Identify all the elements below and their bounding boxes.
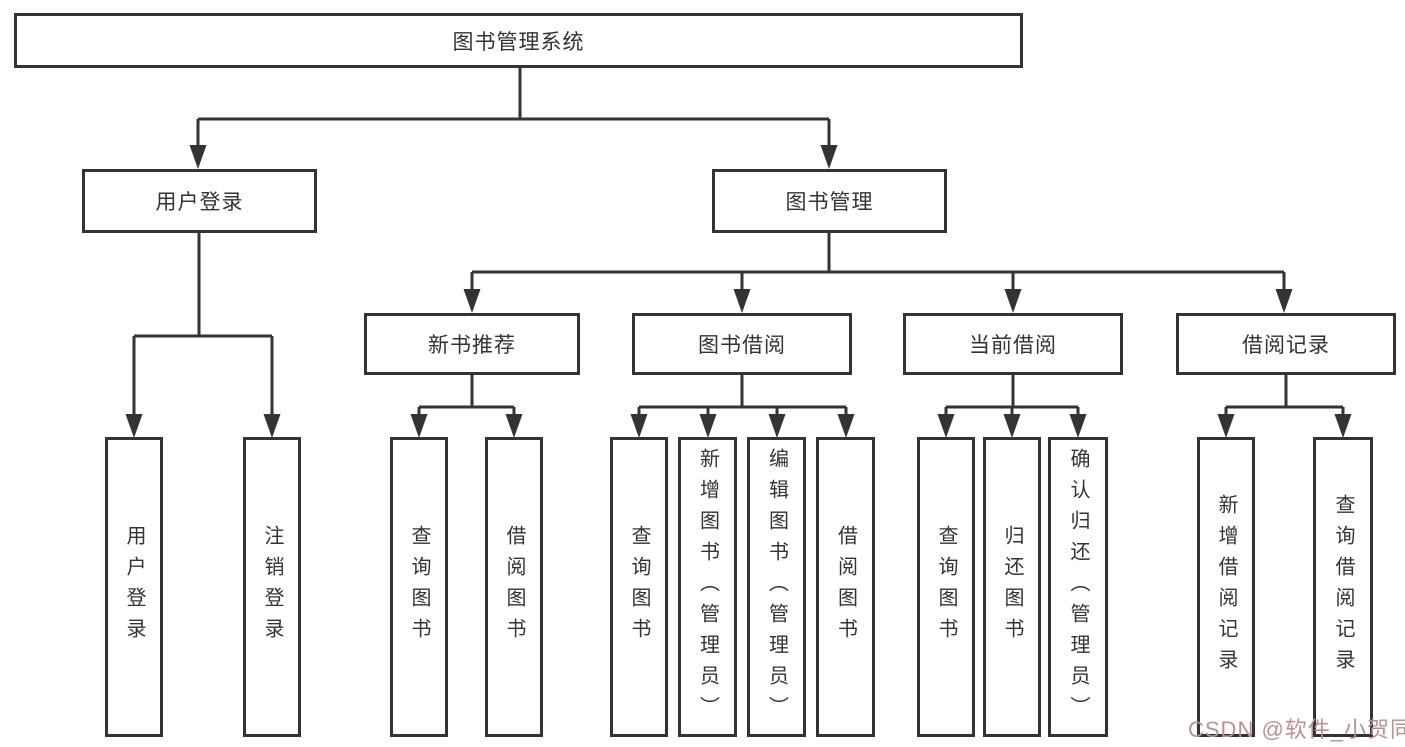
node-user-login-label: 用户登录 (155, 191, 244, 214)
connector-arrowhead (820, 145, 838, 169)
node-leaf-add-book-admin: 新增图书（管理员） (678, 437, 737, 737)
connector-arrowhead (463, 289, 481, 313)
connector-arrowhead (1004, 289, 1022, 313)
node-leaf-return-book: 归还图书 (983, 437, 1041, 737)
node-leaf-confirm-return-admin-label: 确认归还（管理员） (1067, 447, 1089, 727)
connector-arrowhead (1069, 414, 1087, 438)
connector-arrowhead (630, 414, 648, 438)
node-leaf-borrow-books-recommend-label: 借阅图书 (503, 525, 525, 649)
node-book-management-label: 图书管理 (785, 191, 874, 214)
connector-arrowhead (837, 414, 855, 438)
node-leaf-query-books-borrowing: 查询图书 (610, 437, 668, 737)
node-user-login: 用户登录 (82, 169, 317, 233)
node-current-borrowing: 当前借阅 (903, 313, 1123, 375)
node-leaf-query-books-recommend-label: 查询图书 (408, 525, 430, 649)
connector-arrowhead (699, 414, 717, 438)
node-root-label: 图书管理系统 (452, 30, 585, 54)
node-borrow-records-label: 借阅记录 (1242, 334, 1330, 357)
node-leaf-confirm-return-admin: 确认归还（管理员） (1048, 437, 1108, 737)
node-leaf-borrow-books-label: 借阅图书 (834, 525, 857, 649)
watermark: CSDN @软件_小贺同学 (1188, 717, 1405, 742)
node-leaf-query-borrow-record: 查询借阅记录 (1313, 437, 1373, 737)
node-leaf-add-book-admin-label: 新增图书（管理员） (696, 447, 719, 727)
node-book-borrowing: 图书借阅 (632, 313, 852, 375)
connector-arrowhead (937, 414, 955, 438)
node-leaf-query-borrow-record-label: 查询借阅记录 (1332, 494, 1354, 680)
connector-arrowhead (410, 414, 428, 438)
connector-arrowhead (189, 145, 207, 169)
node-leaf-edit-book-admin-label: 编辑图书（管理员） (765, 447, 788, 727)
connector-arrowhead (1003, 414, 1021, 438)
node-leaf-user-login: 用户登录 (105, 437, 163, 737)
node-leaf-return-book-label: 归还图书 (1001, 525, 1023, 649)
node-leaf-logout-label: 注销登录 (261, 525, 283, 649)
connector-arrowhead (1334, 414, 1352, 438)
connector-arrowhead (125, 414, 143, 438)
node-borrow-records: 借阅记录 (1176, 313, 1396, 375)
connector-arrowhead (505, 414, 523, 438)
node-leaf-borrow-books-recommend: 借阅图书 (485, 437, 543, 737)
node-book-management: 图书管理 (712, 169, 947, 233)
node-leaf-query-books-recommend: 查询图书 (390, 437, 448, 737)
node-root: 图书管理系统 (14, 13, 1023, 68)
node-book-borrowing-label: 图书借阅 (698, 334, 786, 357)
connector-arrowhead (1275, 289, 1293, 313)
node-leaf-logout: 注销登录 (243, 437, 301, 737)
node-leaf-add-borrow-record: 新增借阅记录 (1197, 437, 1255, 737)
node-leaf-borrow-books: 借阅图书 (816, 437, 875, 737)
node-leaf-query-books-current: 查询图书 (917, 437, 975, 737)
node-new-book-recommend: 新书推荐 (364, 313, 580, 375)
node-new-book-recommend-label: 新书推荐 (428, 334, 516, 357)
node-current-borrowing-label: 当前借阅 (969, 334, 1057, 357)
connector-arrowhead (733, 289, 751, 313)
connector-arrowhead (1217, 414, 1235, 438)
node-leaf-query-books-current-label: 查询图书 (935, 525, 957, 649)
node-leaf-add-borrow-record-label: 新增借阅记录 (1215, 494, 1237, 680)
connector-arrowhead (263, 414, 281, 438)
connector-arrowhead (768, 414, 786, 438)
node-leaf-query-books-borrowing-label: 查询图书 (628, 525, 650, 649)
node-leaf-user-login-label: 用户登录 (123, 525, 145, 649)
node-leaf-edit-book-admin: 编辑图书（管理员） (747, 437, 806, 737)
